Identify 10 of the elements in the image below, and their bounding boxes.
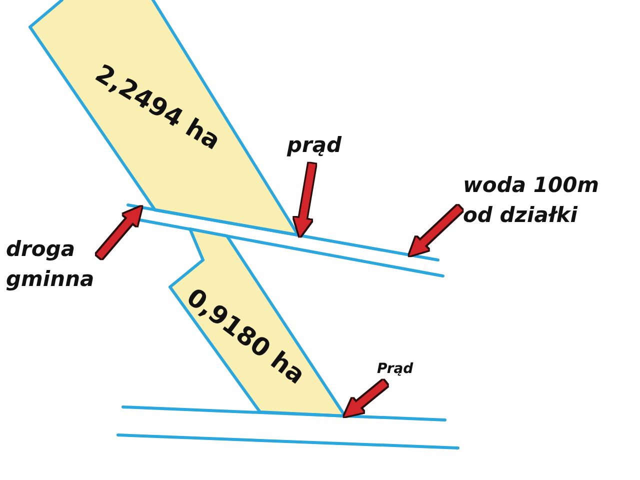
road [116, 405, 460, 450]
annotation-text: woda 100m od działki [463, 171, 601, 231]
leader-arrow [294, 163, 316, 236]
annotation-text: Prąd [377, 360, 415, 380]
road [126, 203, 445, 278]
annotation-text: droga gminna [6, 235, 96, 295]
leader-arrow [342, 380, 388, 419]
leader-arrow [408, 205, 462, 258]
leader-arrow [96, 205, 144, 259]
annotation-text: prąd [287, 131, 343, 161]
